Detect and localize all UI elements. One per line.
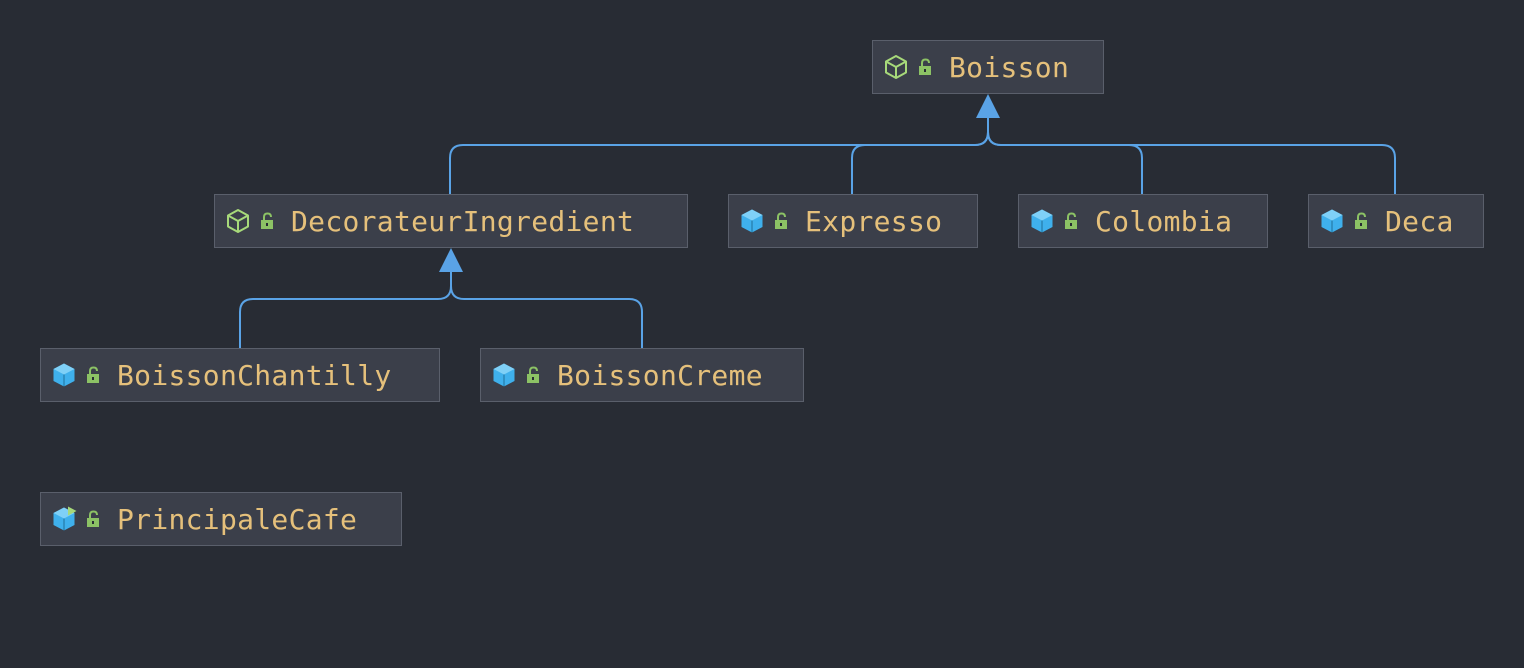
- unlocked-icon: [525, 366, 543, 384]
- class-node-boisson[interactable]: Boisson: [872, 40, 1104, 94]
- unlocked-icon: [917, 58, 935, 76]
- unlocked-icon: [1063, 212, 1081, 230]
- class-node-expresso[interactable]: Expresso: [728, 194, 978, 248]
- class-node-decorateur-ingredient[interactable]: DecorateurIngredient: [214, 194, 688, 248]
- abstract-class-icon: [883, 54, 909, 80]
- edge-group-boisson: [449, 118, 1396, 194]
- class-icon: [1029, 208, 1055, 234]
- edge-chantilly-to-decorateur: [239, 272, 452, 348]
- edge-deca-to-boisson: [987, 131, 1396, 194]
- class-icon: [739, 208, 765, 234]
- class-node-colombia[interactable]: Colombia: [1018, 194, 1268, 248]
- class-node-principale-cafe[interactable]: PrincipaleCafe: [40, 492, 402, 546]
- unlocked-icon: [85, 366, 103, 384]
- edge-group-decorateur: [239, 272, 643, 348]
- unlocked-icon: [773, 212, 791, 230]
- class-name: DecorateurIngredient: [291, 204, 635, 238]
- class-icon: [1319, 208, 1345, 234]
- class-node-deca[interactable]: Deca: [1308, 194, 1484, 248]
- edge-colombia-to-boisson: [987, 131, 1143, 194]
- edge-decorateur-to-boisson: [449, 118, 989, 194]
- class-name: Deca: [1385, 204, 1454, 238]
- class-name: BoissonCreme: [557, 358, 763, 392]
- class-icon: [491, 362, 517, 388]
- class-node-boisson-creme[interactable]: BoissonCreme: [480, 348, 804, 402]
- unlocked-icon: [1353, 212, 1371, 230]
- inheritance-arrowhead-boisson: [976, 94, 1000, 118]
- edge-expresso-to-boisson: [851, 131, 989, 194]
- unlocked-icon: [259, 212, 277, 230]
- class-name: Colombia: [1095, 204, 1233, 238]
- class-name: Boisson: [949, 50, 1070, 84]
- class-icon: [51, 362, 77, 388]
- abstract-class-icon: [225, 208, 251, 234]
- class-node-boisson-chantilly[interactable]: BoissonChantilly: [40, 348, 440, 402]
- edge-creme-to-decorateur: [450, 285, 643, 348]
- class-name: Expresso: [805, 204, 943, 238]
- runnable-class-icon: [51, 506, 77, 532]
- inheritance-arrowhead-decorateur: [439, 248, 463, 272]
- class-name: PrincipaleCafe: [117, 502, 358, 536]
- class-name: BoissonChantilly: [117, 358, 392, 392]
- unlocked-icon: [85, 510, 103, 528]
